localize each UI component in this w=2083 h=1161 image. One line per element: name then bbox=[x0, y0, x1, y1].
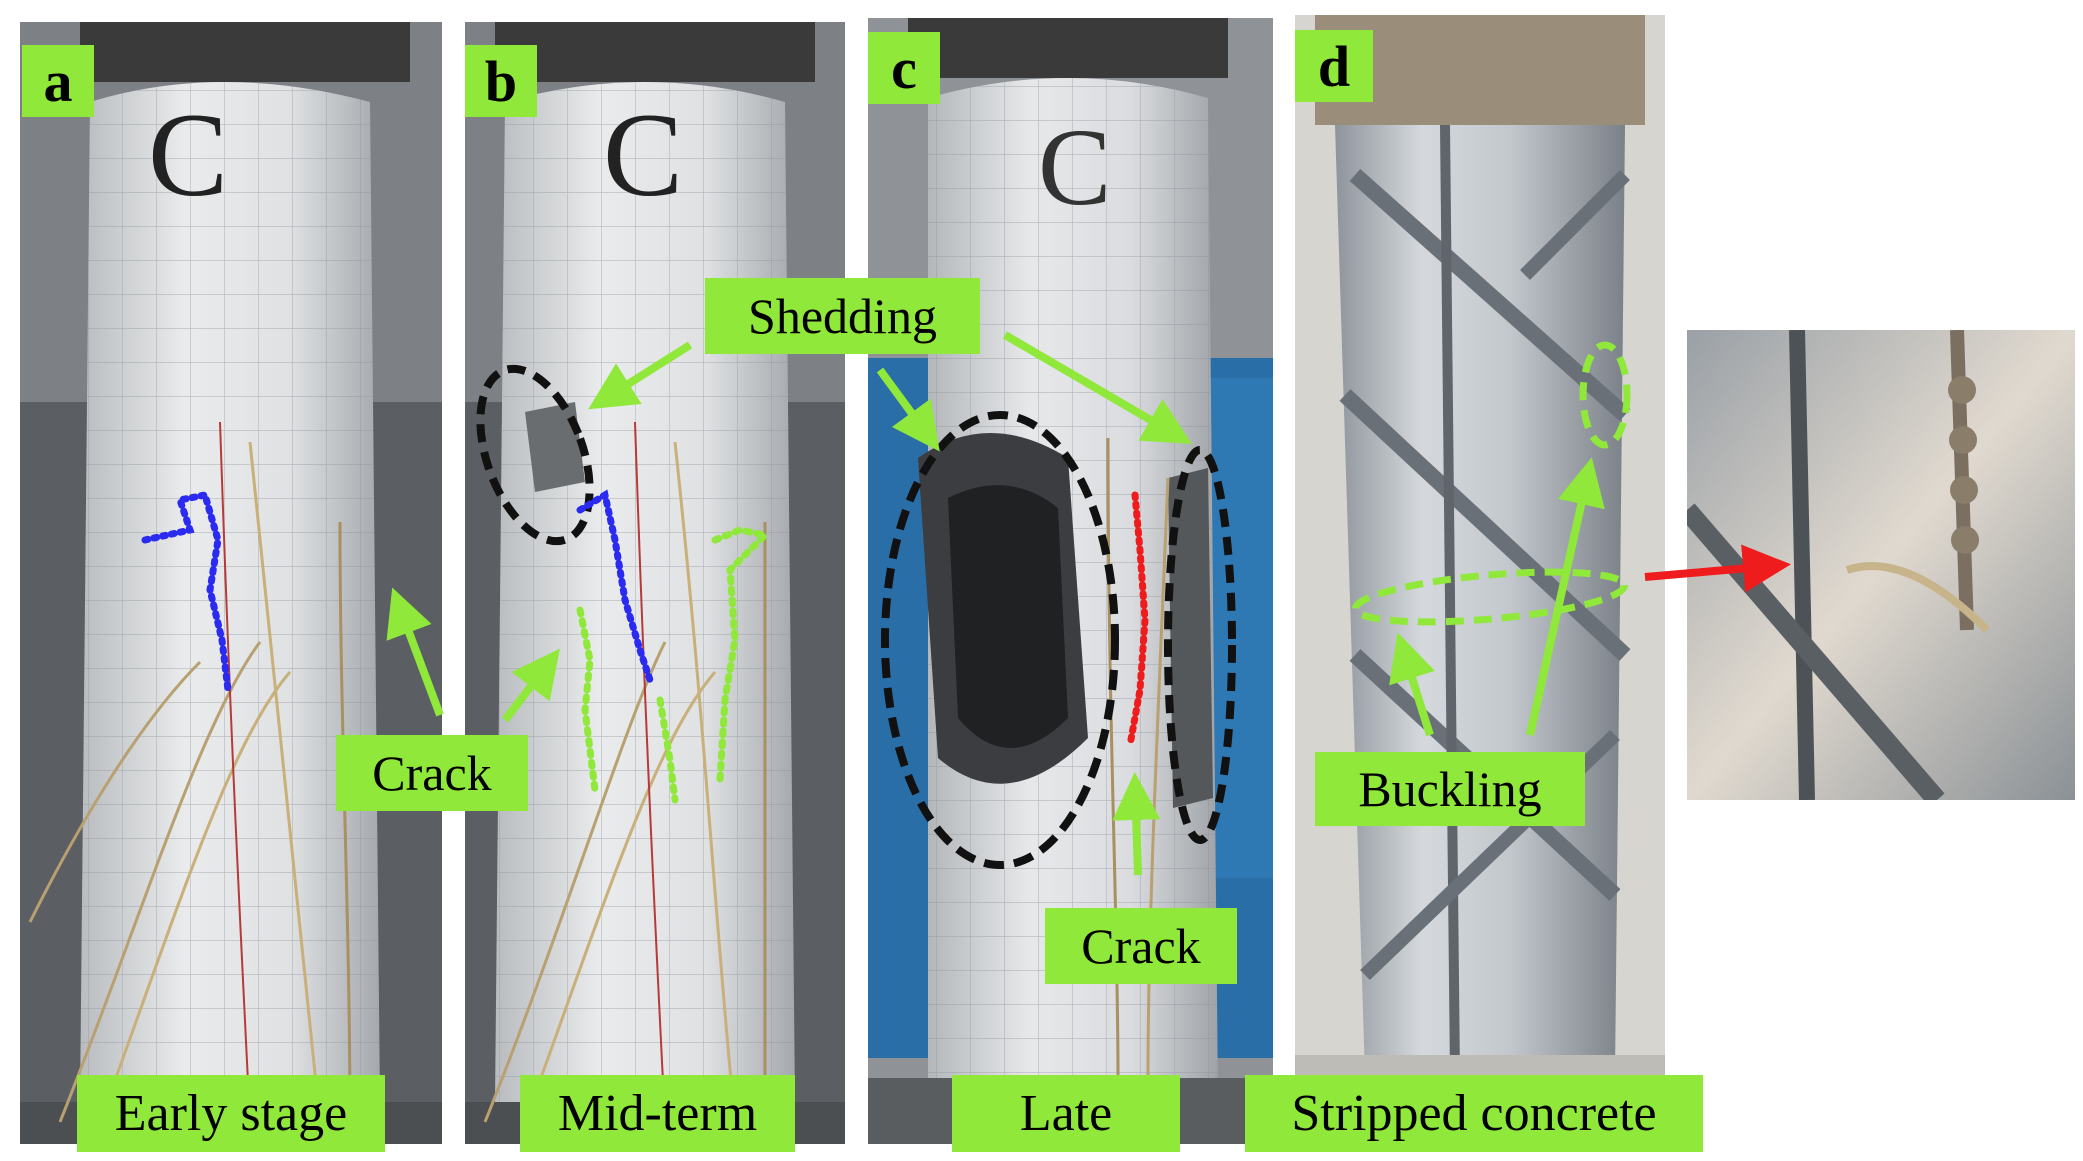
photo-panel-b: C bbox=[465, 22, 845, 1144]
column-mark-b: C bbox=[603, 88, 684, 221]
panel-label-b: b bbox=[465, 45, 537, 117]
column-mark-a: C bbox=[148, 88, 229, 221]
panel-label-a: a bbox=[22, 45, 94, 117]
column-photo-a bbox=[20, 22, 442, 1144]
callout-crack-a: Crack bbox=[336, 735, 528, 811]
weld-buckling-detail bbox=[1687, 330, 2075, 800]
caption-a: Early stage bbox=[77, 1075, 385, 1152]
callout-crack-c: Crack bbox=[1045, 908, 1237, 984]
callout-shedding: Shedding bbox=[705, 278, 980, 354]
column-mark-c: C bbox=[1038, 106, 1112, 228]
caption-b: Mid-term bbox=[520, 1075, 795, 1152]
panel-label-d: d bbox=[1295, 30, 1373, 102]
detail-inset-photo bbox=[1687, 330, 2075, 800]
caption-d: Stripped concrete bbox=[1245, 1075, 1703, 1152]
stripped-tube-photo-d bbox=[1295, 15, 1665, 1085]
caption-c: Late bbox=[952, 1075, 1180, 1152]
panel-label-c: c bbox=[868, 32, 940, 104]
photo-panel-d bbox=[1295, 15, 1665, 1085]
callout-buckling: Buckling bbox=[1315, 752, 1585, 826]
photo-panel-a: C bbox=[20, 22, 442, 1144]
